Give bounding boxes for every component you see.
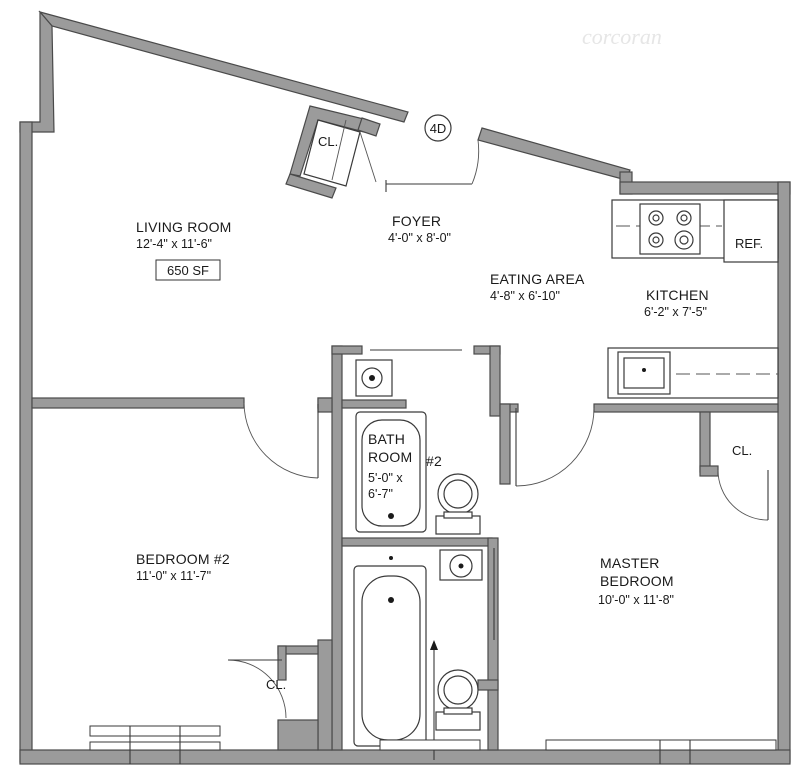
area-badge-text: 650 SF <box>167 263 209 278</box>
foyer-dims: 4'-0" x 8'-0" <box>388 231 451 245</box>
bath1-fixtures <box>353 549 483 747</box>
bath2-number: #2 <box>426 453 442 469</box>
bath2-dims-2: 6'-7" <box>368 487 393 501</box>
bedroom2-labels: BEDROOM #2 11'-0" x 11'-7" <box>136 551 230 583</box>
bedroom2-dims: 11'-0" x 11'-7" <box>136 569 211 583</box>
master-bedroom-labels: MASTER BEDROOM 10'-0" x 11'-8" <box>598 555 674 607</box>
windows <box>89 725 777 764</box>
bedroom2-name: BEDROOM #2 <box>136 551 230 567</box>
master-bedroom-line1: MASTER <box>600 555 660 571</box>
living-room-labels: LIVING ROOM 12'-4" x 11'-6" 650 SF <box>136 219 232 281</box>
interior-walls <box>31 345 779 751</box>
unit-badge: 4D <box>424 114 452 142</box>
master-closet-label: CL. <box>732 443 752 458</box>
bath2-line2: ROOM <box>368 449 412 465</box>
area-badge <box>155 259 221 281</box>
master-bedroom-line2: BEDROOM <box>600 573 674 589</box>
kitchen-fixtures: REF. <box>607 199 779 399</box>
exterior-walls <box>19 10 791 765</box>
refrigerator-label: REF. <box>735 236 763 251</box>
entry-door <box>385 139 480 192</box>
bedroom2-closet-label: CL. <box>266 677 286 692</box>
bath2-fixtures <box>355 359 481 535</box>
foyer-closet: CL. <box>285 105 381 199</box>
eating-area-labels: EATING AREA 4'-8" x 6'-10" <box>490 271 585 303</box>
master-bedroom-dims: 10'-0" x 11'-8" <box>598 593 674 607</box>
bath2-labels: BATH ROOM #2 5'-0" x 6'-7" <box>368 431 442 501</box>
living-room-dims: 12'-4" x 11'-6" <box>136 237 212 251</box>
eating-area-name: EATING AREA <box>490 271 585 287</box>
interior-doors <box>227 349 769 760</box>
foyer-name: FOYER <box>392 213 441 229</box>
svg-text:4D: 4D <box>430 121 447 136</box>
eating-area-dims: 4'-8" x 6'-10" <box>490 289 560 303</box>
living-room-name: LIVING ROOM <box>136 219 232 235</box>
kitchen-labels: KITCHEN 6'-2" x 7'-5" <box>644 287 709 319</box>
foyer-closet-label: CL. <box>318 134 338 149</box>
kitchen-name: KITCHEN <box>646 287 709 303</box>
foyer-labels: FOYER 4'-0" x 8'-0" <box>388 213 451 245</box>
kitchen-dims: 6'-2" x 7'-5" <box>644 305 707 319</box>
watermark-logo: corcoran <box>582 24 662 49</box>
bath2-dims-1: 5'-0" x <box>368 471 403 485</box>
bath2-line1: BATH <box>368 431 405 447</box>
